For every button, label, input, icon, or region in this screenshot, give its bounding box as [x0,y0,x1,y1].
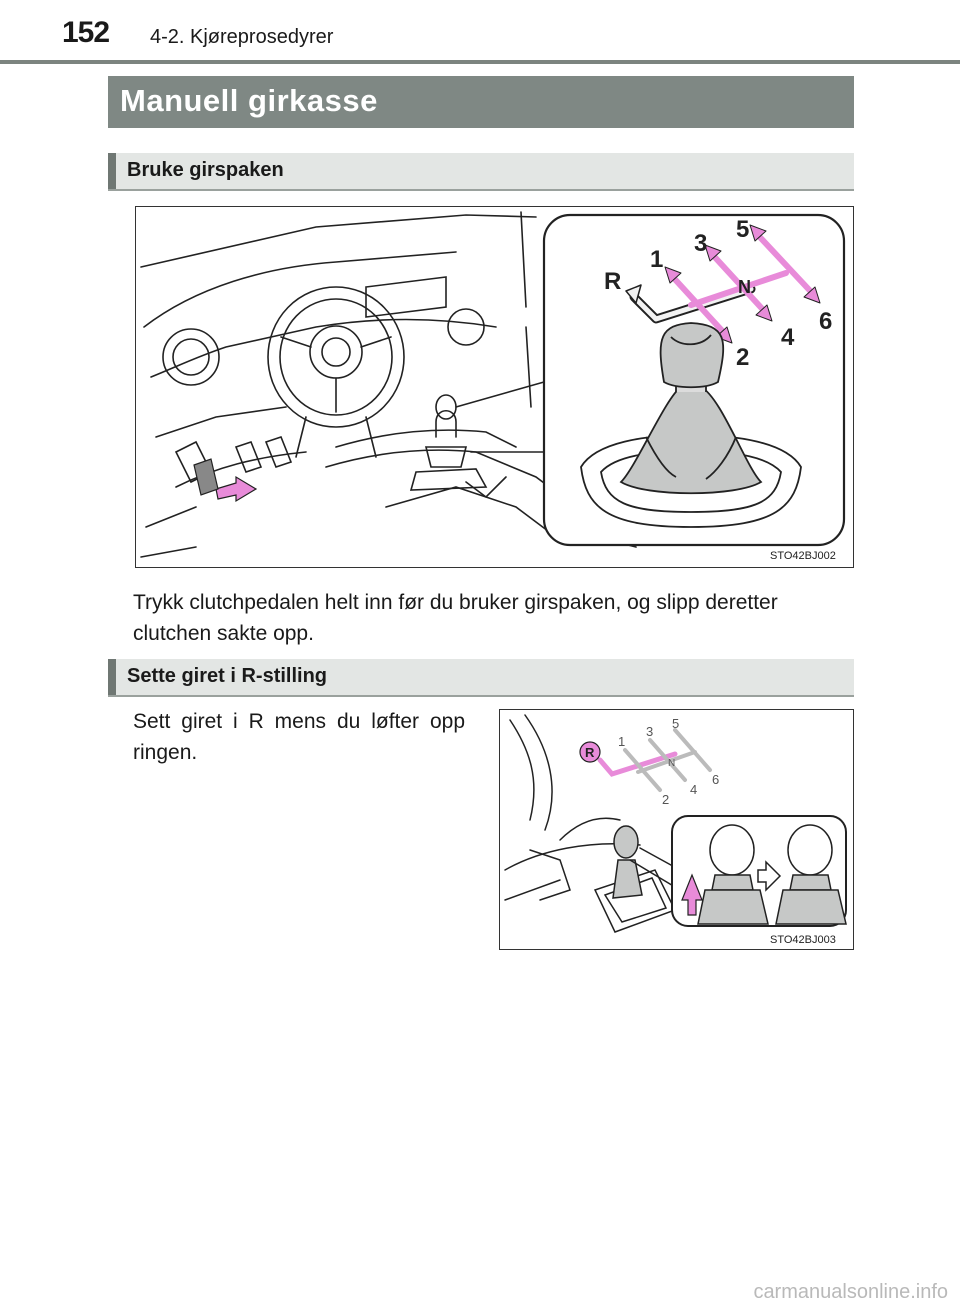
section-heading-sette-giret: Sette giret i R-stilling [108,659,854,697]
figure-gear-lever: R 1 2 3 4 5 6 N STO42BJ002 [135,206,854,568]
paragraph-clutch-instruction: Trykk clutchpedalen helt inn før du bruk… [133,591,778,645]
section-heading-label: Bruke girspaken [127,159,284,181]
page-title-bar: Manuell girkasse [108,76,854,128]
gear-label-4: 4 [781,324,795,351]
gear-label-r-small: R [585,745,595,760]
gear-label-n: N [738,277,751,297]
gear-lever-illustration: R 1 2 3 4 5 6 N [140,211,846,558]
gear-label-1-small: 1 [618,734,625,749]
header-divider [0,60,960,64]
watermark: carmanualsonline.info [753,1281,948,1303]
gear-label-3-small: 3 [646,724,653,739]
figure-code: STO42BJ002 [770,550,836,562]
gear-label-6-small: 6 [712,772,719,787]
section-heading-bruke-girspaken: Bruke girspaken [108,153,854,191]
section-heading-label: Sette giret i R-stilling [127,665,328,687]
chapter-title: 4-2. Kjøreprosedyrer [150,26,334,48]
gear-label-2-small: 2 [662,792,669,807]
gear-label-n-small: N [668,758,675,769]
section-heading-marker [108,659,116,695]
page-number: 152 [62,16,110,49]
paragraph-reverse-instruction: Sett giret i R mens du løfter opp ringen… [133,710,465,764]
figure-reverse-gear: R 1 2 3 4 5 6 N STO42BJ003 [499,709,854,950]
gear-label-2: 2 [736,344,749,371]
gear-label-4-small: 4 [690,782,697,797]
section-heading-marker [108,153,116,189]
gear-label-5-small: 5 [672,716,679,731]
page-title: Manuell girkasse [120,83,378,118]
gear-label-3: 3 [694,230,707,257]
reverse-gear-illustration: R 1 2 3 4 5 6 N [504,714,847,933]
gear-label-1: 1 [650,246,663,273]
figure-code: STO42BJ003 [770,934,836,946]
gear-label-r: R [604,268,621,295]
gear-label-5: 5 [736,216,749,243]
gear-label-6: 6 [819,308,832,335]
